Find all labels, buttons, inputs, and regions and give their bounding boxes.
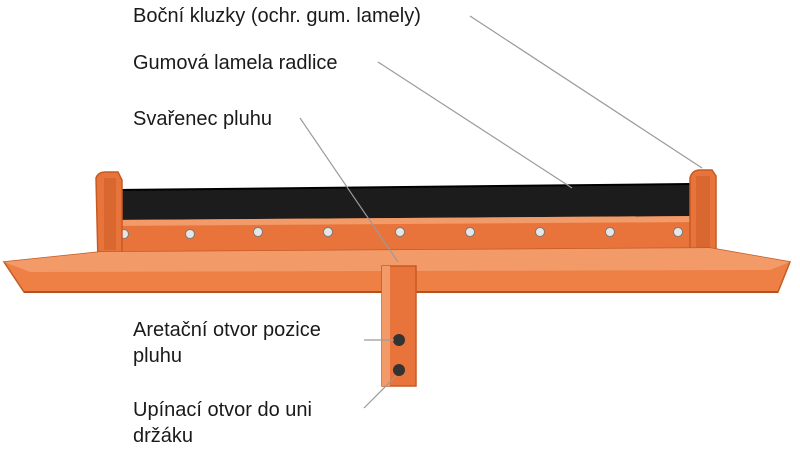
label-rubber-blade: Gumová lamela radlice xyxy=(133,52,338,74)
label-side-skids: Boční kluzky (ochr. gum. lamely) xyxy=(133,5,421,27)
leader-lines xyxy=(299,15,703,409)
position-hole xyxy=(393,334,405,346)
side-skid-left xyxy=(95,171,123,263)
mounting-hole xyxy=(393,364,405,376)
label-position-hole: Aretační otvor pozice pluhu xyxy=(133,319,321,367)
label-plow-weldment: Svařenec pluhu xyxy=(133,108,272,130)
bolt-row xyxy=(119,227,683,239)
rubber-blade xyxy=(120,184,690,224)
side-skid-right xyxy=(689,169,717,261)
label-mounting-hole: Upínací otvor do uni držáku xyxy=(133,399,312,447)
